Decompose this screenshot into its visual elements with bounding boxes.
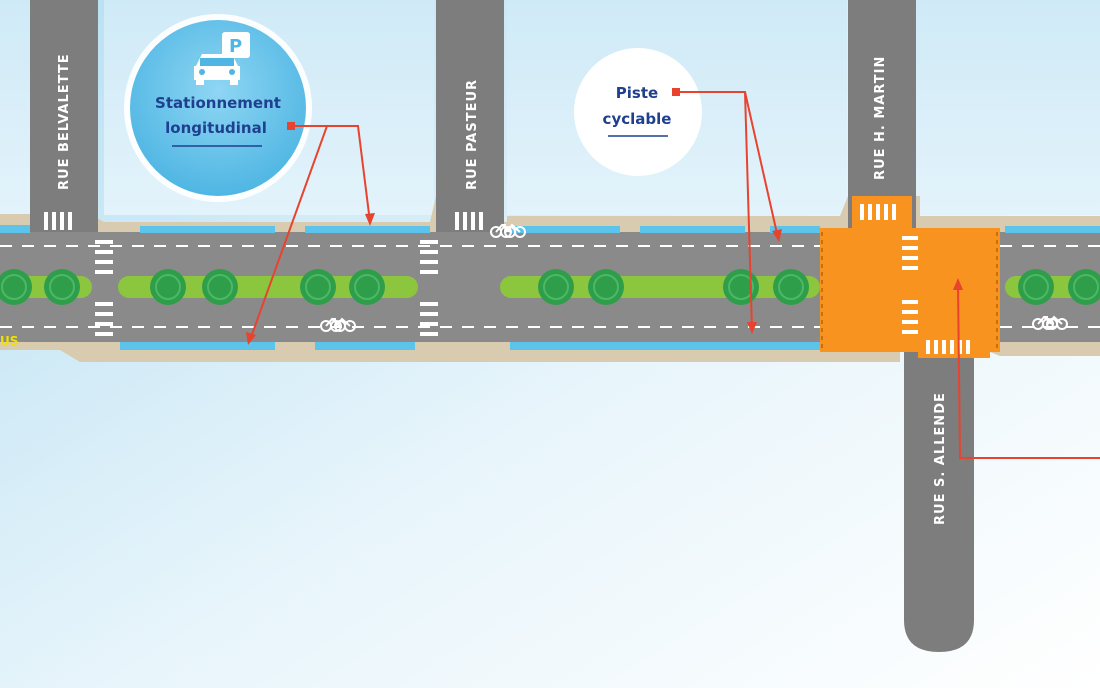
street-label-s-allende: RUE S. ALLENDE: [933, 392, 948, 525]
tree-icon: [300, 269, 336, 305]
trees: [0, 269, 1100, 305]
bicycle-icon: [320, 317, 356, 332]
tree-icon: [44, 269, 80, 305]
tree-icon: [150, 269, 186, 305]
street-label-h-martin: RUE H. MARTIN: [873, 56, 888, 180]
crosswalk: [95, 240, 113, 336]
tree-icon: [349, 269, 385, 305]
callout-arrows: [249, 88, 1100, 459]
bike-lanes: [0, 225, 1100, 350]
parking-callout-line1: Stationnement: [155, 94, 281, 112]
rue-pasteur-road: [436, 0, 504, 232]
rue-h-martin-road: [848, 0, 916, 232]
parking-callout-line2: longitudinal: [165, 119, 267, 137]
bicycle-icon: [490, 223, 526, 238]
tree-icon: [1068, 269, 1100, 305]
bus-lane-label: US: [0, 334, 18, 348]
parking-callout: P Stationnement longitudinal: [124, 14, 312, 202]
crosswalks: [44, 204, 970, 354]
tree-icon: [0, 269, 32, 305]
street-label-belvalette: RUE BELVALETTE: [57, 53, 72, 190]
crosswalk: [902, 236, 918, 334]
arrow-heads: [246, 213, 963, 345]
city-blocks: [0, 0, 1100, 215]
tree-icon: [538, 269, 574, 305]
car-parking-icon: P: [194, 32, 250, 85]
crosswalk: [926, 340, 970, 354]
bike-callout-line2: cyclable: [603, 110, 672, 128]
crosswalk: [860, 204, 896, 220]
tree-icon: [723, 269, 759, 305]
tree-icon: [588, 269, 624, 305]
lane-markings: [0, 245, 1100, 328]
tree-icon: [1018, 269, 1054, 305]
bike-lane-callout: Piste cyclable: [574, 48, 702, 176]
bike-callout-line1: Piste: [616, 84, 658, 102]
tree-icon: [773, 269, 809, 305]
bicycle-icon: [1032, 315, 1068, 330]
crosswalk: [420, 240, 438, 336]
side-streets: [30, 0, 974, 652]
tree-icon: [202, 269, 238, 305]
crosswalk: [455, 212, 483, 230]
rue-belvalette-road: [30, 0, 98, 232]
crosswalk: [44, 212, 72, 230]
rue-s-allende-road: [904, 350, 974, 652]
bicycle-markings: [320, 223, 1068, 332]
svg-text:P: P: [229, 36, 242, 57]
street-label-pasteur: RUE PASTEUR: [465, 79, 480, 190]
